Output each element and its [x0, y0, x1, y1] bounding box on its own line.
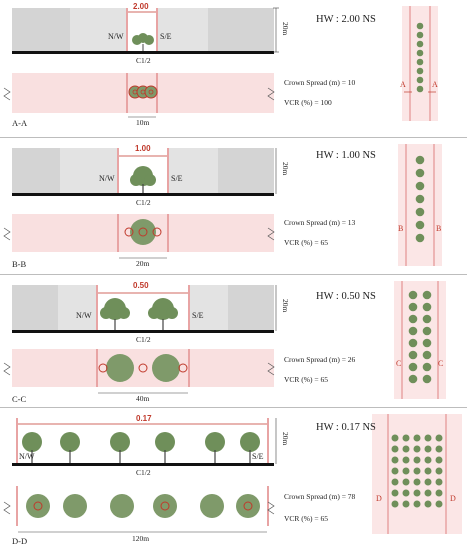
- tree-group: [132, 33, 154, 52]
- section-d-drawing: [3, 414, 462, 534]
- plan-cut-left: D: [376, 494, 382, 503]
- width-label: 20m: [136, 259, 150, 268]
- hw-ratio-value: 2.00: [133, 2, 149, 11]
- panel-c: 0.50 N/W S/E C1/2 20m HW : 0.50 NS Crown…: [0, 275, 467, 407]
- width-label: 40m: [136, 394, 150, 403]
- ground-line: [12, 51, 274, 54]
- hw-ratio-title: HW : 0.17 NS: [316, 422, 376, 433]
- section-label: A-A: [12, 118, 28, 128]
- east-label: S/E: [171, 174, 183, 183]
- plan-cut-left: B: [398, 224, 404, 233]
- hw-ratio-title: HW : 0.50 NS: [316, 291, 376, 302]
- canopy-plan: [124, 219, 162, 245]
- centerline-label: C1/2: [136, 335, 151, 344]
- plan-cut-left: A: [400, 80, 406, 89]
- east-label: S/E: [252, 452, 264, 461]
- crown-spread: Crown Spread (m) = 26: [284, 355, 356, 364]
- tree: [100, 298, 178, 320]
- plan-tree-column: [415, 155, 425, 243]
- west-label: N/W: [19, 452, 35, 461]
- canopy-plan: [98, 354, 188, 382]
- east-label: S/E: [192, 311, 204, 320]
- section-label: B-B: [12, 259, 27, 269]
- west-label: N/W: [76, 311, 92, 320]
- separator: [0, 407, 467, 408]
- plan-cut-right: C: [438, 359, 444, 368]
- height-label: 20m: [281, 22, 290, 36]
- section-b-drawing: [3, 144, 442, 266]
- crown-spread: Crown Spread (m) = 10: [284, 78, 356, 87]
- tree: [130, 166, 156, 194]
- plan-tree-column: [416, 22, 424, 93]
- panel-a: 2.00 N/W S/E C1/2 20m HW : 2.00 NS Crown…: [0, 0, 467, 137]
- plan-cut-right: B: [436, 224, 442, 233]
- section-a-drawing: [3, 6, 438, 121]
- height-label: 20m: [281, 299, 290, 313]
- centerline-label: C1/2: [136, 198, 151, 207]
- vcr: VCR (%) = 100: [284, 98, 332, 107]
- separator: [0, 137, 467, 138]
- west-label: N/W: [99, 174, 115, 183]
- vcr: VCR (%) = 65: [284, 375, 329, 384]
- crown-spread: Crown Spread (m) = 13: [284, 218, 356, 227]
- plan-tree-grid: [391, 434, 443, 508]
- tree-row: [22, 432, 260, 452]
- centerline-label: C1/2: [136, 56, 151, 65]
- vcr: VCR (%) = 65: [284, 514, 329, 523]
- canopy-plan: [26, 494, 260, 518]
- hw-ratio-value: 0.17: [136, 414, 152, 423]
- panel-d: 0.17 N/W S/E C1/2 20m HW : 0.17 NS Crown…: [0, 408, 467, 550]
- section-label: C-C: [12, 394, 27, 404]
- plan-cut-right: D: [450, 494, 456, 503]
- canopy-plan: [128, 85, 158, 99]
- separator: [0, 274, 467, 275]
- section-label: D-D: [12, 536, 28, 546]
- plan-cut-left: C: [396, 359, 402, 368]
- section-c-drawing: [3, 281, 446, 399]
- centerline-label: C1/2: [136, 468, 151, 477]
- width-label: 120m: [132, 534, 150, 543]
- west-label: N/W: [108, 32, 124, 41]
- crown-spread: Crown Spread (m) = 78: [284, 492, 356, 501]
- east-label: S/E: [160, 32, 172, 41]
- vcr: VCR (%) = 65: [284, 238, 329, 247]
- plan-cut-right: A: [432, 80, 438, 89]
- hw-ratio-value: 0.50: [133, 281, 149, 290]
- hw-ratio-title: HW : 2.00 NS: [316, 14, 376, 25]
- panel-b: 1.00 N/W S/E C1/2 20m HW : 1.00 NS Crown…: [0, 138, 467, 274]
- height-label: 20m: [281, 162, 290, 176]
- hw-ratio-value: 1.00: [135, 144, 151, 153]
- plan-tree-grid: [408, 290, 432, 384]
- height-label: 20m: [281, 432, 290, 446]
- width-label: 10m: [136, 118, 150, 127]
- hw-ratio-title: HW : 1.00 NS: [316, 150, 376, 161]
